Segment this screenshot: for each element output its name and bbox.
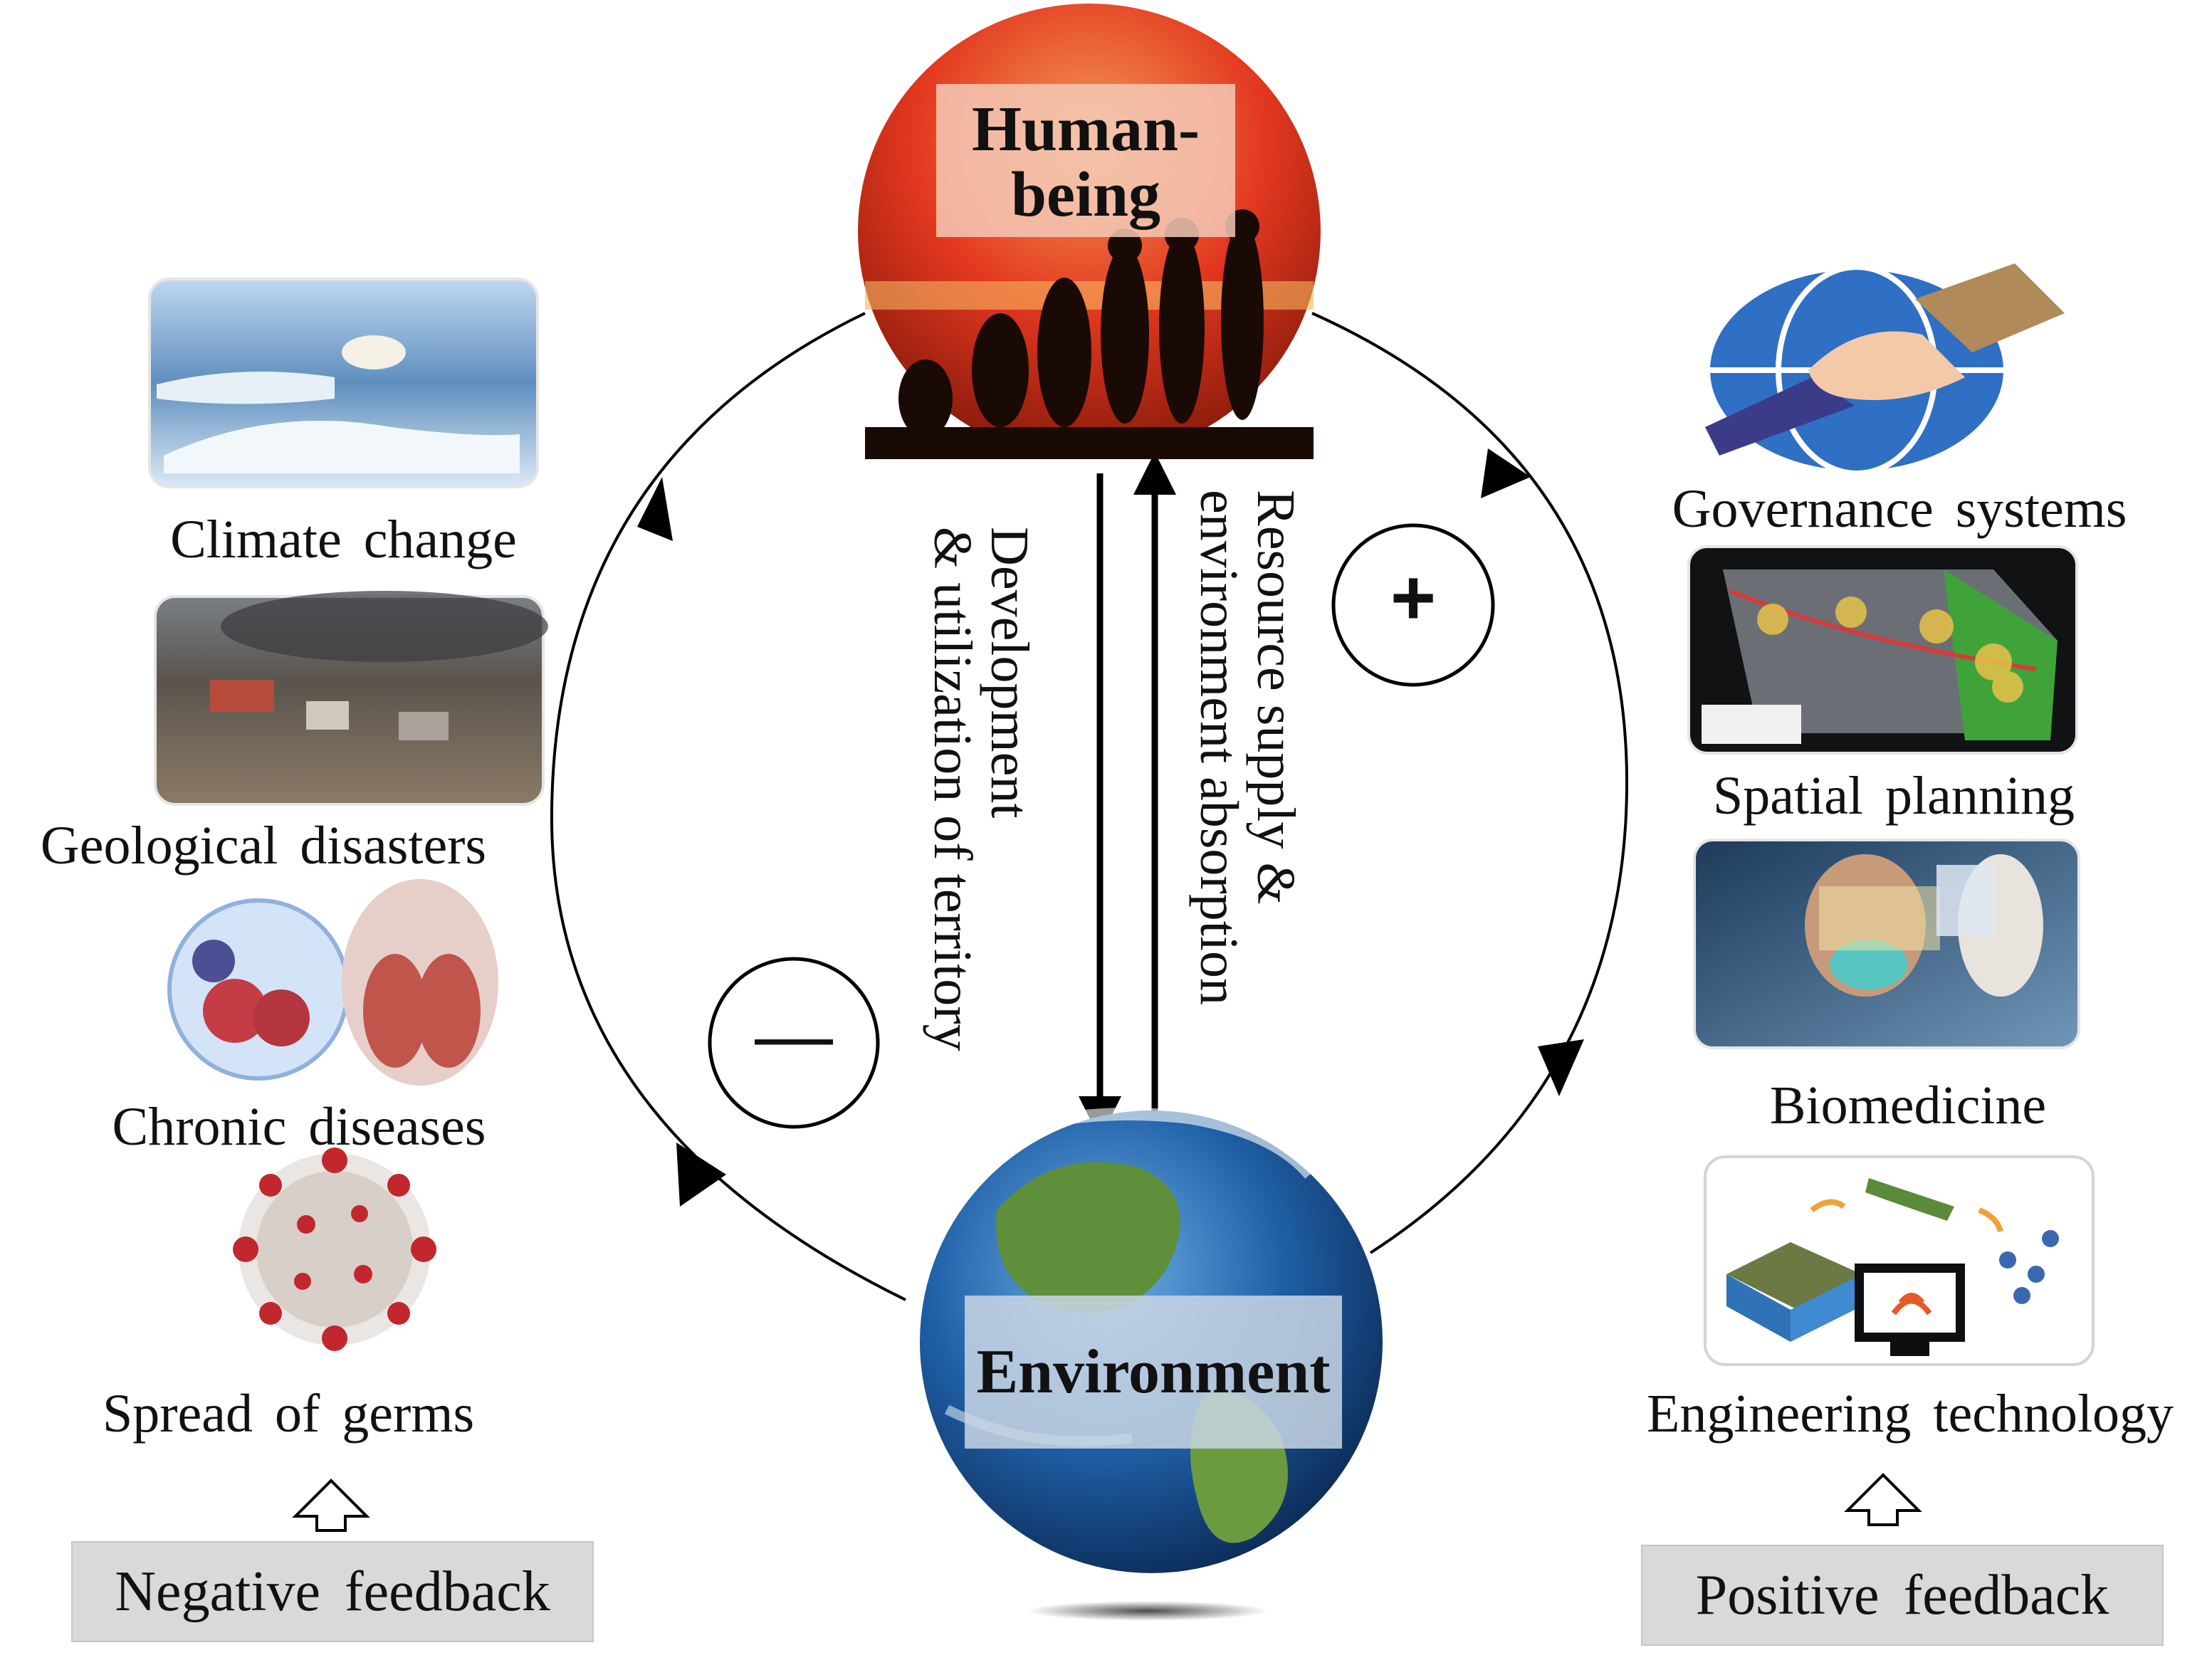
spread-of-germs-caption: Spread of germs bbox=[102, 1384, 475, 1444]
positive-cycle-arc bbox=[1311, 312, 1629, 1254]
biomedicine-caption: Biomedicine bbox=[1769, 1076, 2047, 1135]
spatial-planning-caption: Spatial planning bbox=[1712, 766, 2075, 826]
negative-cycle-arc bbox=[550, 312, 906, 1301]
evolution-silhouettes bbox=[898, 209, 1264, 438]
plus-circle bbox=[1331, 523, 1495, 687]
climate-change-image bbox=[148, 278, 539, 488]
positive-feedback-label: Positive feedback bbox=[1695, 1563, 2109, 1627]
arc-arrowhead-right-lower bbox=[1538, 1039, 1584, 1096]
chronic-diseases-caption: Chronic diseases bbox=[112, 1097, 486, 1157]
spread-of-germs-image bbox=[233, 1147, 436, 1351]
geological-disasters-image bbox=[154, 591, 548, 806]
positive-hollow-up-arrow bbox=[1844, 1473, 1922, 1526]
up-arrow bbox=[1133, 452, 1176, 1121]
minus-symbol: — bbox=[755, 992, 833, 1079]
environment-node bbox=[920, 1108, 1383, 1621]
plus-symbol: + bbox=[1390, 554, 1437, 641]
positive-feedback-box: Positive feedback bbox=[1641, 1545, 2164, 1646]
governance-systems-caption: Governance systems bbox=[1672, 479, 2127, 539]
negative-feedback-label: Negative feedback bbox=[115, 1560, 550, 1623]
down-arrow bbox=[1079, 473, 1121, 1139]
arc-arrowhead-left-lower bbox=[676, 1143, 726, 1207]
spatial-planning-image bbox=[1687, 545, 2078, 755]
negative-hollow-up-arrow bbox=[292, 1478, 370, 1532]
negative-feedback-box: Negative feedback bbox=[71, 1541, 594, 1642]
arc-arrowhead-right-upper bbox=[1481, 448, 1531, 498]
human-being-label-bg bbox=[936, 84, 1235, 237]
chronic-diseases-image bbox=[164, 876, 541, 1089]
biomedicine-image bbox=[1693, 839, 2080, 1049]
down-arrow-label: Development & utilization of territory bbox=[923, 527, 1039, 1051]
governance-systems-image bbox=[1704, 263, 2065, 476]
human-being-node bbox=[858, 4, 1321, 459]
arc-arrowhead-left-upper bbox=[637, 477, 673, 541]
geological-disasters-caption: Geological disasters bbox=[40, 816, 487, 876]
engineering-technology-image bbox=[1704, 1155, 2095, 1366]
climate-change-caption: Climate change bbox=[170, 510, 517, 569]
minus-circle bbox=[708, 957, 880, 1129]
environment-label: Environment bbox=[976, 1338, 1331, 1407]
human-being-label: Human- being bbox=[971, 94, 1200, 230]
environment-label-bg bbox=[965, 1296, 1342, 1449]
up-arrow-label: Resource supply & environment absorption bbox=[1189, 490, 1306, 1005]
engineering-technology-caption: Engineering technology bbox=[1646, 1384, 2174, 1444]
